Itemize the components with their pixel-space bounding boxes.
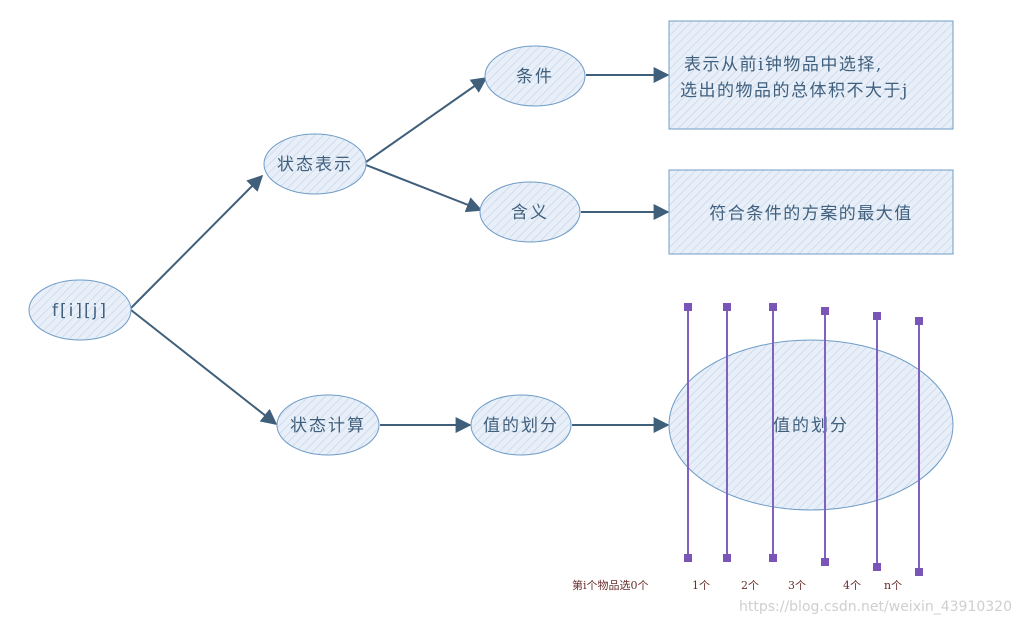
condition-box-line2: 选出的物品的总体积不大于j: [680, 81, 909, 101]
edge-state-repr-to-condition: [365, 77, 488, 163]
partition-bar-3: [821, 307, 829, 566]
node-state-repr: 状态表示: [263, 133, 367, 195]
bar-label-4: 4个: [843, 579, 861, 592]
node-state-calc: 状态计算: [276, 394, 380, 456]
bar-label-5: n个: [884, 579, 902, 592]
partition-bar-5: [915, 317, 923, 576]
node-value-split: 值的划分: [470, 394, 572, 456]
bar-label-1: 1个: [692, 579, 710, 592]
node-root: f[i][j]: [28, 279, 132, 341]
partition-bar-2: [769, 303, 777, 562]
node-value-split-label: 值的划分: [483, 416, 559, 436]
condition-box: 表示从前i钟物品中选择, 选出的物品的总体积不大于j: [668, 20, 954, 130]
node-meaning: 含义: [479, 181, 581, 243]
bar-label-2: 2个: [741, 579, 759, 592]
value-split-big-ellipse: 值的划分: [668, 339, 954, 511]
partition-bar-0: [684, 303, 692, 562]
bar-label-3: 3个: [788, 579, 806, 592]
node-meaning-label: 含义: [511, 203, 549, 223]
edge-state-repr-to-meaning: [365, 164, 483, 213]
condition-box-line1: 表示从前i钟物品中选择,: [684, 55, 883, 75]
edge-root-to-state-repr: [130, 174, 264, 309]
node-state-repr-label: 状态表示: [277, 155, 353, 175]
watermark-text: https://blog.csdn.net/weixin_43910320: [739, 599, 1012, 615]
meaning-box: 符合条件的方案的最大值: [668, 169, 954, 255]
bar-label-0: 第i个物品选0个: [572, 578, 649, 592]
node-state-calc-label: 状态计算: [290, 416, 366, 436]
meaning-box-text: 符合条件的方案的最大值: [709, 204, 913, 224]
node-condition-label: 条件: [516, 67, 554, 87]
value-split-big-label: 值的划分: [773, 416, 849, 436]
partition-bar-1: [723, 303, 731, 562]
partition-bar-4: [873, 312, 881, 571]
node-condition: 条件: [484, 45, 586, 107]
edge-root-to-state-calc: [130, 309, 278, 425]
node-root-label: f[i][j]: [52, 301, 108, 321]
